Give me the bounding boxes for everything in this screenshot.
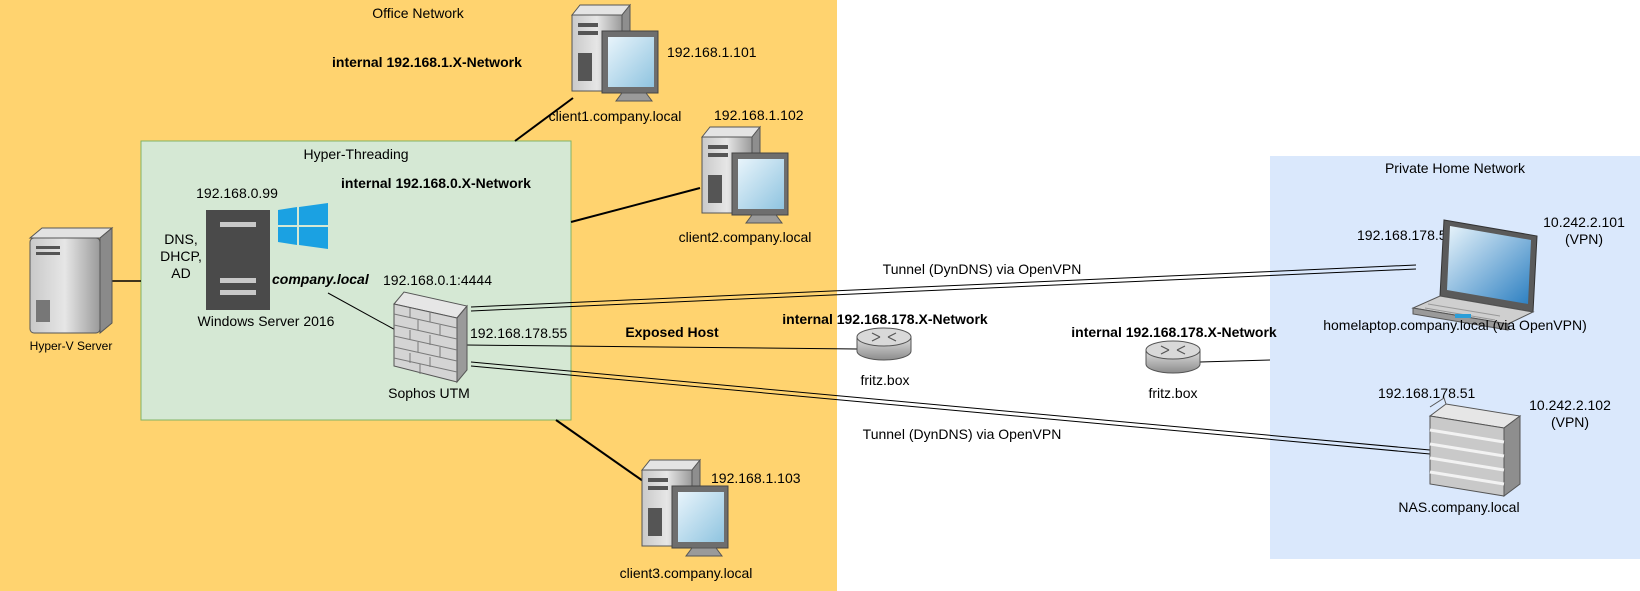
link-client1 [514, 97, 574, 142]
fritz-box-1-name: fritz.box [860, 372, 909, 388]
tunnel-top-label: Tunnel (DynDNS) via OpenVPN [883, 261, 1082, 277]
client2-name: client2.company.local [679, 229, 812, 245]
client2-ip: 192.168.1.102 [714, 107, 804, 123]
laptop-icon [1411, 219, 1538, 331]
router-icon [856, 327, 912, 361]
winserver-service-dhcp: DHCP, [160, 248, 202, 264]
winserver-domain: company.local [272, 271, 370, 287]
sophos-ip-side: 192.168.178.55 [470, 325, 568, 341]
fritz-box-2-name: fritz.box [1148, 385, 1197, 401]
client1-name: client1.company.local [549, 108, 682, 124]
client3-name: client3.company.local [620, 565, 753, 581]
sophos-ip-top: 192.168.0.1:4444 [383, 272, 492, 288]
nas-vpn-ip: 10.242.2.102 [1529, 397, 1611, 413]
hyperv-server-name: Hyper-V Server [30, 339, 113, 353]
windows-server-node[interactable]: 192.168.0.99 DNS, DHCP, AD company.local… [160, 185, 370, 329]
client3-ip: 192.168.1.103 [711, 470, 801, 486]
laptop-name: homelaptop.company.local (via OpenVPN) [1323, 317, 1587, 333]
link-fritz2-home [1199, 359, 1271, 363]
tunnel-top-line [470, 264, 1417, 308]
link-client2 [570, 187, 701, 223]
winserver-name: Windows Server 2016 [198, 313, 335, 329]
nas-ip: 192.168.178.51 [1378, 385, 1476, 401]
server-tower-icon [28, 226, 114, 335]
client1-node[interactable]: 192.168.1.101 client1.company.local [549, 4, 757, 124]
hyper-threading-title: Hyper-Threading [303, 146, 408, 162]
laptop-ip: 192.168.178.50 [1357, 227, 1455, 243]
link-exposed-host [465, 344, 858, 350]
link-client3 [555, 419, 644, 482]
exposed-host-label: Exposed Host [625, 324, 719, 340]
tunnel-bottom-line [470, 361, 1431, 451]
nas-storage-icon [1428, 397, 1522, 497]
tunnel-bottom-line-2 [470, 365, 1431, 455]
connections [112, 97, 1431, 482]
internal-1-network-label: internal 192.168.1.X-Network [332, 54, 522, 70]
internal-0-network-label: internal 192.168.0.X-Network [341, 175, 531, 191]
winserver-ip: 192.168.0.99 [196, 185, 278, 201]
client2-node[interactable]: 192.168.1.102 client2.company.local [679, 107, 812, 245]
laptop-vpn-tag: (VPN) [1565, 231, 1603, 247]
internal-178-network-label-b: internal 192.168.178.X-Network [1071, 324, 1277, 340]
internal-178-network-label-a: internal 192.168.178.X-Network [782, 311, 988, 327]
firewall-icon [393, 291, 468, 384]
nas-name: NAS.company.local [1398, 499, 1519, 515]
winserver-service-ad: AD [171, 265, 190, 281]
home-network-title: Private Home Network [1385, 160, 1526, 176]
sophos-name: Sophos UTM [388, 385, 470, 401]
sophos-utm-node[interactable]: 192.168.0.1:4444 192.168.178.55 Sophos U… [383, 272, 568, 401]
nas-node[interactable]: 192.168.178.51 10.242.2.102 (VPN) NAS.co… [1378, 385, 1611, 515]
office-network-title: Office Network [372, 5, 465, 21]
laptop-vpn-ip: 10.242.2.101 [1543, 214, 1625, 230]
tunnel-top-line-2 [470, 268, 1417, 312]
nas-vpn-tag: (VPN) [1551, 414, 1589, 430]
hyperv-server-node[interactable]: Hyper-V Server [28, 226, 114, 353]
windows-logo-icon [278, 203, 328, 249]
fritz-box-1-node[interactable]: fritz.box [856, 327, 912, 388]
windows-server-icon [206, 210, 270, 310]
client1-ip: 192.168.1.101 [667, 44, 757, 60]
winserver-service-dns: DNS, [164, 231, 197, 247]
home-laptop-node[interactable]: 192.168.178.50 10.242.2.101 (VPN) homela… [1323, 214, 1625, 333]
tunnel-bottom-label: Tunnel (DynDNS) via OpenVPN [863, 426, 1062, 442]
client3-node[interactable]: 192.168.1.103 client3.company.local [620, 459, 801, 581]
router-icon [1145, 340, 1201, 374]
fritz-box-2-node[interactable]: fritz.box [1145, 340, 1201, 401]
